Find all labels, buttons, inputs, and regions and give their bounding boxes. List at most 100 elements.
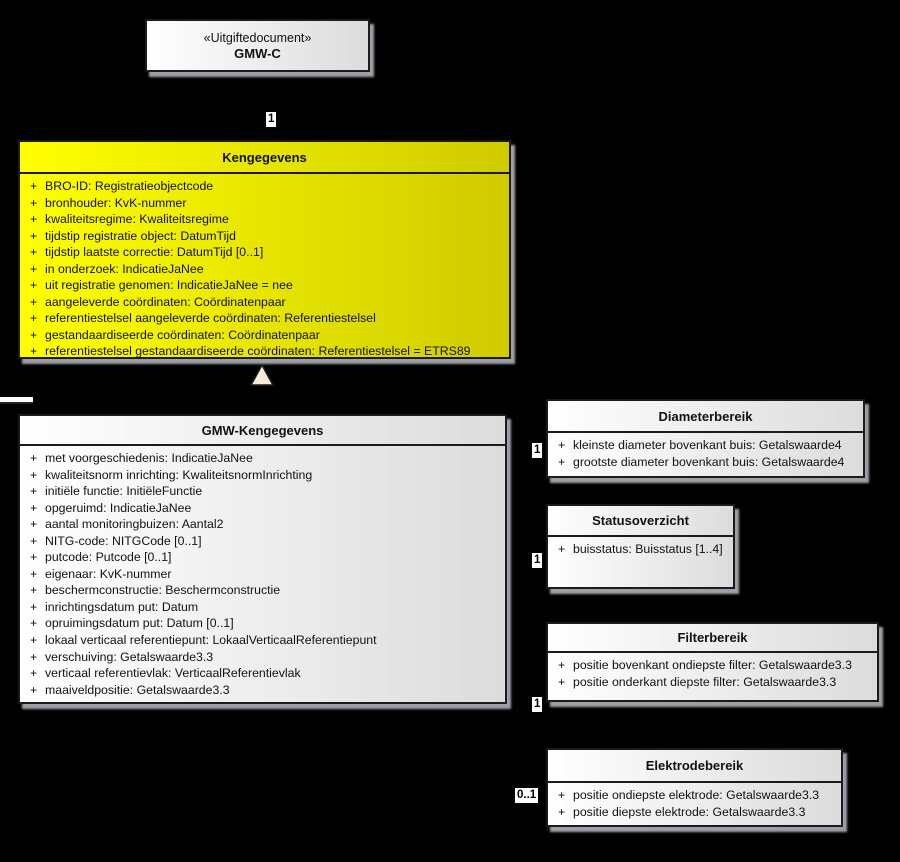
attribute-row: +inrichtingsdatum put: Datum <box>20 599 505 616</box>
visibility-plus: + <box>30 533 38 548</box>
edge-to-diameterbereik <box>507 436 546 438</box>
visibility-plus: + <box>558 804 566 819</box>
attribute-text: met voorgeschiedenis: IndicatieJaNee <box>45 451 253 465</box>
attribute-text: in onderzoek: IndicatieJaNee <box>45 261 204 276</box>
attribute-row: + putcode: Putcode [0..1] <box>20 549 505 566</box>
attribute-row: + kwaliteitsnorm inrichting: Kwaliteitsno… <box>20 467 505 484</box>
generalization-triangle-icon <box>249 363 275 386</box>
attribute-text: buisstatus: Buisstatus [1..4] <box>573 542 723 556</box>
visibility-plus: + <box>558 674 566 689</box>
attribute-row: + aangeleverde coördinaten: Coördinatenpa… <box>20 294 509 311</box>
attribute-row: + opgeruimd: IndicatieJaNee <box>20 500 505 517</box>
attribute-text: kwaliteitsnorm inrichting: Kwaliteitsnor… <box>45 467 313 482</box>
visibility-plus: + <box>30 195 38 210</box>
visibility-plus: + <box>30 484 38 499</box>
visibility-plus: + <box>30 467 38 482</box>
attribute-row: +positie onderkant diepste filter: Getal… <box>548 674 877 691</box>
visibility-plus: + <box>30 599 38 614</box>
attribute-text: aangeleverde coördinaten: Coördinatenpaa… <box>45 294 286 309</box>
attribute-row: +tijdstip registratie object: DatumTijd <box>20 228 509 245</box>
class-gmw-kengegevens[interactable]: GMW-Kengegevens + met voorgeschiedenis: I… <box>18 414 507 704</box>
class-filterbereik[interactable]: Filterbereik + positie bovenkant ondiepst… <box>546 622 879 702</box>
class-elektrodebereik[interactable]: Elektrodebereik +positie ondiepste elekt… <box>546 748 843 827</box>
attribute-row: + referentiestelsel aangeleverde coördina… <box>20 310 509 327</box>
attribute-row: +buisstatus: Buisstatus [1..4] <box>548 541 733 558</box>
attribute-text: opruimingsdatum put: Datum [0..1] <box>45 616 234 631</box>
visibility-plus: + <box>30 212 38 227</box>
visibility-plus: + <box>30 666 38 681</box>
visibility-plus: + <box>30 550 38 565</box>
class-title: Filterbereik <box>548 624 877 653</box>
multiplicity-label: 1 <box>532 697 543 712</box>
visibility-plus: + <box>30 517 38 532</box>
multiplicity-label: 1 <box>266 112 277 127</box>
attribute-text: referentiestelsel aangeleverde coördinat… <box>45 311 376 326</box>
edge-to-statusoverzicht <box>507 544 546 546</box>
attribute-text: tijdstip registratie object: DatumTijd <box>45 228 236 243</box>
visibility-plus: + <box>30 179 38 193</box>
attribute-text: beschermconstructie: Beschermconstructie <box>45 583 281 598</box>
attribute-text: positie ondiepste elektrode: Getalswaard… <box>573 788 820 802</box>
attribute-row: +verticaal referentievlak: VerticaalRefe… <box>20 665 505 682</box>
class-diameterbereik[interactable]: Diameterbereik +kleinste diameter bovenk… <box>546 399 865 478</box>
attribute-text: eigenaar: KvK-nummer <box>45 566 172 581</box>
attribute-text: uit registratie genomen: IndicatieJaNee … <box>45 278 293 293</box>
attribute-row: + beschermconstructie: Beschermconstructi… <box>20 582 505 599</box>
attribute-row: +referentiestelsel gestandaardiseerde co… <box>20 343 509 360</box>
attribute-row: + uit registratie genomen: IndicatieJaNee… <box>20 277 509 294</box>
class-kengegevens[interactable]: Kengegevens +BRO-ID: Registratieobjectco… <box>18 140 511 359</box>
attribute-text: referentiestelsel gestandaardiseerde coö… <box>45 344 471 359</box>
edge-to-elektrodebereik-vertical <box>356 704 358 796</box>
edge-generalization-upper <box>260 358 262 366</box>
attribute-row: + in onderzoek: IndicatieJaNee <box>20 261 509 278</box>
visibility-plus: + <box>30 500 38 515</box>
attribute-text: maaiveldpositie: Getalswaarde3.3 <box>45 682 230 697</box>
multiplicity-label: 1 <box>532 443 543 458</box>
attribute-row: + positie ondiepste elektrode: Getalswaar… <box>548 787 841 804</box>
edge-to-filterbereik <box>507 689 546 691</box>
class-statusoverzicht[interactable]: Statusoverzicht +buisstatus: Buisstatus … <box>546 504 735 589</box>
class-name: GMW-C <box>234 45 281 61</box>
attribute-text: positie bovenkant ondiepste filter: Geta… <box>573 658 852 672</box>
edge-generalization-lower <box>260 386 262 414</box>
attribute-row: +tijdstip laatste correctie: DatumTijd [… <box>20 244 509 261</box>
visibility-plus: + <box>30 294 38 309</box>
visibility-plus: + <box>30 245 38 260</box>
visibility-plus: + <box>30 278 38 293</box>
visibility-plus: + <box>30 451 38 465</box>
visibility-plus: + <box>30 616 38 631</box>
visibility-plus: + <box>30 633 38 648</box>
attribute-text: gestandaardiseerde coördinaten: Coördina… <box>45 327 320 342</box>
edge-to-elektrodebereik-horizontal <box>356 794 546 796</box>
attribute-row: +NITG-code: NITGCode [0..1] <box>20 533 505 550</box>
class-title: Statusoverzicht <box>548 506 733 537</box>
visibility-plus: + <box>30 649 38 664</box>
attribute-text: opgeruimd: IndicatieJaNee <box>45 500 192 515</box>
visibility-plus: + <box>30 566 38 581</box>
visibility-plus: + <box>558 438 566 452</box>
visibility-plus: + <box>558 658 566 672</box>
attribute-row: + maaiveldpositie: Getalswaarde3.3 <box>20 682 505 699</box>
visibility-plus: + <box>558 788 566 802</box>
attribute-text: putcode: Putcode [0..1] <box>45 550 172 565</box>
visibility-plus: + <box>558 454 566 469</box>
class-gmwc[interactable]: «Uitgiftedocument» GMW-C <box>145 19 370 72</box>
visibility-plus: + <box>30 583 38 598</box>
attribute-row: + eigenaar: KvK-nummer <box>20 566 505 583</box>
attribute-text: kwaliteitsregime: Kwaliteitsregime <box>45 212 229 227</box>
class-stereotype: «Uitgiftedocument» <box>203 30 312 45</box>
attribute-text: lokaal verticaal referentiepunt: LokaalV… <box>45 633 377 648</box>
visibility-plus: + <box>30 261 38 276</box>
clipped-edge-fragment <box>0 397 33 404</box>
attribute-text: grootste diameter bovenkant buis: Getals… <box>573 454 845 469</box>
attribute-text: positie diepste elektrode: Getalswaarde3… <box>573 804 806 819</box>
attribute-row: +BRO-ID: Registratieobjectcode <box>20 178 509 195</box>
attribute-row: +aantal monitoringbuizen: Aantal2 <box>20 516 505 533</box>
class-title: GMW-Kengegevens <box>20 416 505 446</box>
class-title: Diameterbereik <box>548 401 863 433</box>
attribute-row: +initiële functie: InitiëleFunctie <box>20 483 505 500</box>
visibility-plus: + <box>30 311 38 326</box>
attribute-row: +bronhouder: KvK-nummer <box>20 195 509 212</box>
visibility-plus: + <box>30 682 38 697</box>
